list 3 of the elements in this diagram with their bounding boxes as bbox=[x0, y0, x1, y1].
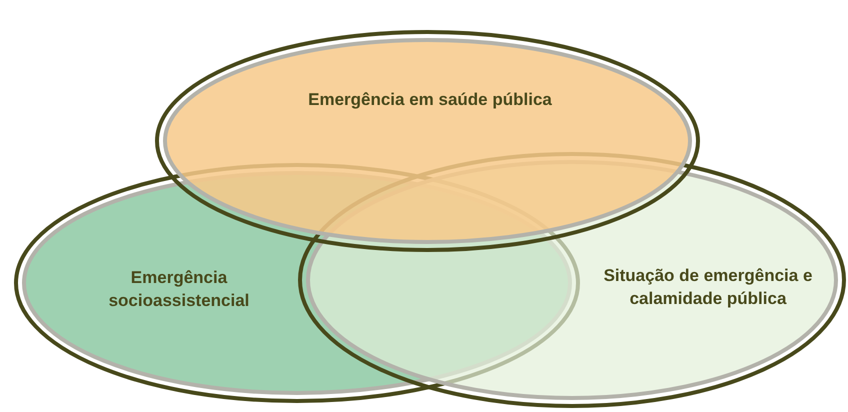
set-label: Emergência socioassistencial bbox=[108, 267, 250, 312]
set-label: Situação de emergência e calamidade pública bbox=[602, 265, 814, 310]
set-label: Emergência em saúde pública bbox=[307, 89, 553, 111]
